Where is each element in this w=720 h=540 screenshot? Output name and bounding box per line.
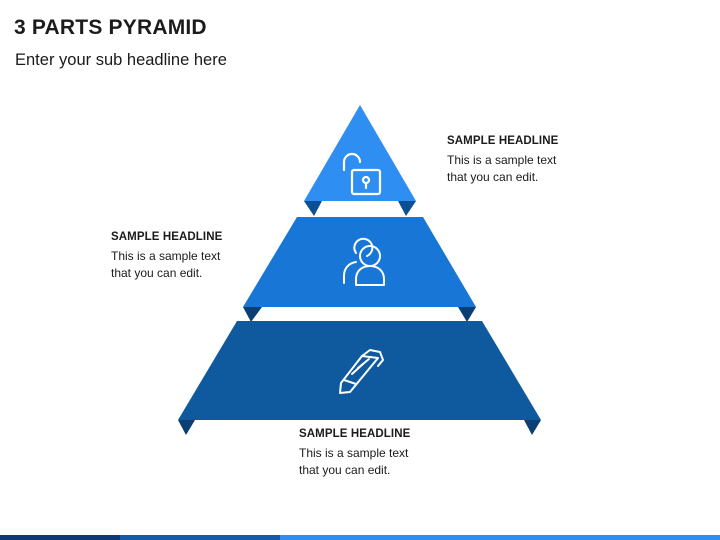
pyramid-tier-top	[304, 105, 416, 216]
page-subtitle: Enter your sub headline here	[15, 51, 227, 69]
tier-mid-fold-left	[243, 307, 262, 322]
callout-bottom-headline: SAMPLE HEADLINE	[299, 428, 411, 440]
tier-mid-fold-right	[458, 307, 476, 322]
tier-bot-shape	[178, 321, 541, 420]
pyramid-tier-middle	[243, 217, 476, 322]
callout-middle: SAMPLE HEADLINE This is a sample text th…	[111, 231, 311, 282]
callout-top-headline: SAMPLE HEADLINE	[447, 135, 559, 147]
callout-top-text: This is a sample text that you can edit.	[447, 153, 557, 184]
unlocked-padlock-icon	[342, 152, 382, 196]
tier-top-fold-right	[398, 201, 416, 216]
pyramid-tier-bottom	[178, 321, 541, 435]
footer-bar-segment-light	[280, 535, 720, 540]
page-title: 3 PARTS PYRAMID	[14, 16, 207, 39]
footer-accent-bar	[0, 535, 720, 540]
callout-top: SAMPLE HEADLINE This is a sample text th…	[447, 135, 647, 186]
tier-top-shape	[304, 105, 416, 201]
tier-top-fold-left	[304, 201, 322, 216]
tier-bot-fold-left	[178, 420, 195, 435]
footer-bar-segment-medium	[120, 535, 280, 540]
tier-bot-fold-right	[524, 420, 541, 435]
footer-bar-segment-dark	[0, 535, 120, 540]
users-group-icon	[343, 237, 385, 286]
callout-middle-headline: SAMPLE HEADLINE	[111, 231, 223, 243]
callout-bottom-text: This is a sample text that you can edit.	[299, 446, 409, 477]
callout-bottom: SAMPLE HEADLINE This is a sample text th…	[299, 428, 499, 479]
callout-middle-text: This is a sample text that you can edit.	[111, 249, 221, 280]
tier-mid-shape	[243, 217, 476, 307]
pencil-icon	[339, 349, 384, 394]
